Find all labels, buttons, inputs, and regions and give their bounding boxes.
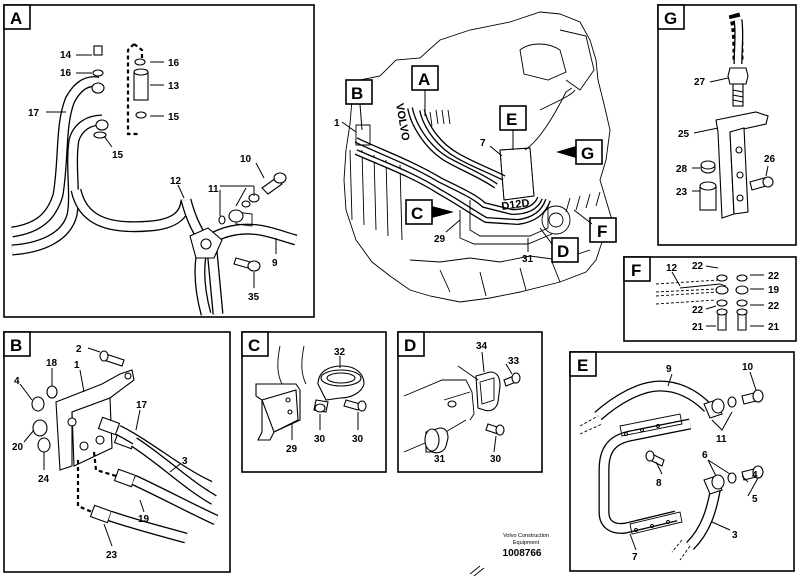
callout: 9 (272, 258, 278, 269)
callout: 3 (732, 530, 738, 541)
callout: 34 (476, 341, 488, 352)
callout: 12 (666, 263, 678, 274)
callout: 17 (136, 400, 148, 411)
tag-d: D (557, 242, 569, 261)
tag-a: A (418, 70, 430, 89)
callout: 28 (676, 164, 688, 175)
callout: 22 (692, 305, 704, 316)
callout: 11 (208, 184, 219, 195)
callout: 16 (60, 68, 72, 79)
panel-e-tag: E (577, 356, 588, 375)
callout: 33 (508, 356, 520, 367)
callout: 16 (168, 58, 180, 69)
panel-e: E 9 (569, 351, 795, 572)
callout: 29 (434, 234, 446, 245)
panel-a-tag: A (10, 9, 22, 28)
tag-f: F (597, 222, 607, 241)
callout: 8 (656, 478, 662, 489)
callout: 15 (168, 112, 180, 123)
callout: 20 (12, 442, 24, 453)
engine-model-text: D12D (501, 197, 531, 213)
callout: 26 (764, 154, 776, 165)
callout: 30 (314, 434, 326, 445)
callout: 13 (168, 81, 180, 92)
callout: 10 (240, 154, 252, 165)
panel-a-callouts: 14 16 16 13 15 17 15 10 12 11 9 35 (28, 50, 278, 303)
callout: 14 (60, 50, 72, 61)
callout: 32 (334, 347, 346, 358)
callout: 12 (170, 176, 182, 187)
callout: 10 (742, 362, 754, 373)
callout: 25 (678, 129, 690, 140)
callout: 21 (692, 322, 704, 333)
panel-d: D 34 33 31 30 (397, 331, 543, 473)
callout: 11 (716, 434, 727, 445)
callout: 18 (46, 358, 58, 369)
callout: 30 (352, 434, 364, 445)
tag-e: E (506, 110, 517, 129)
panel-d-tag: D (404, 336, 416, 355)
panel-a: A (3, 4, 315, 318)
tag-b: B (351, 84, 363, 103)
callout: 17 (28, 108, 40, 119)
callout: 6 (702, 450, 708, 461)
callout: 4 (752, 470, 758, 481)
panel-g: G 27 25 28 26 23 (657, 4, 797, 246)
tag-c: C (411, 204, 423, 223)
panel-f-tag: F (631, 261, 641, 280)
callout: 7 (632, 552, 638, 563)
callout: 21 (768, 322, 780, 333)
callout: 35 (248, 292, 260, 303)
footer: Volvo Construction Equipment 1008766 (469, 533, 549, 577)
tag-g: G (581, 144, 594, 163)
callout: 22 (692, 261, 704, 272)
callout: 19 (138, 514, 150, 525)
callout: 31 (522, 254, 534, 265)
credit-line-1: Volvo Construction (503, 533, 549, 539)
panel-c: C 32 29 30 30 (241, 331, 387, 473)
engine-overview: VOLVO D12D B A E G C D F 1 7 29 31 (334, 11, 617, 303)
credit-line-2: Equipment (513, 540, 540, 546)
callout: 30 (490, 454, 502, 465)
callout: 23 (676, 187, 688, 198)
callout: 4 (14, 376, 20, 387)
panel-b: B (3, 331, 231, 573)
callout: 27 (694, 77, 706, 88)
callout: 7 (480, 138, 486, 149)
callout: 2 (76, 344, 82, 355)
callout: 24 (38, 474, 50, 485)
panel-f: F 12 22 22 19 22 22 21 21 (623, 256, 797, 342)
callout: 22 (768, 301, 780, 312)
callout: 15 (112, 150, 124, 161)
panel-c-tag: C (248, 336, 260, 355)
callout: 22 (768, 271, 780, 282)
callout: 1 (334, 118, 340, 129)
callout: 23 (106, 550, 118, 561)
callout: 3 (182, 456, 188, 467)
callout: 9 (666, 364, 672, 375)
callout: 1 (74, 360, 80, 371)
panel-g-tag: G (664, 9, 677, 28)
callout: 29 (286, 444, 298, 455)
panel-b-tag: B (10, 336, 22, 355)
callout: 19 (768, 285, 780, 296)
callout: 5 (752, 494, 758, 505)
callout: 31 (434, 454, 446, 465)
doc-number: 1008766 (503, 548, 542, 559)
